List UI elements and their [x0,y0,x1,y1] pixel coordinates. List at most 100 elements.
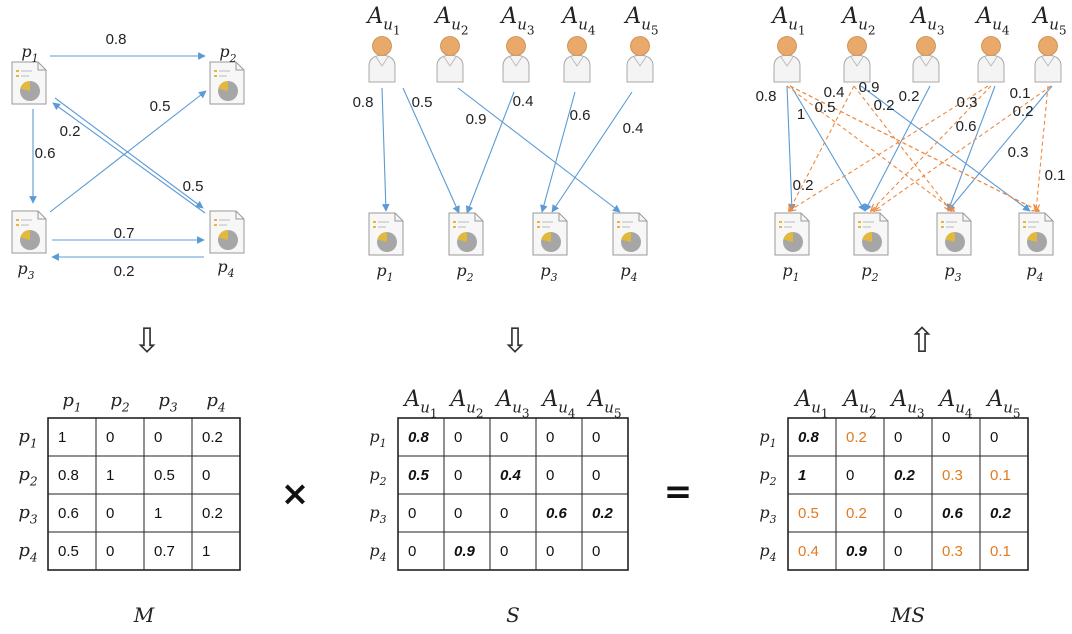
row-header: p3 [18,502,38,526]
document-icon [448,212,484,256]
matrix-cell: 0.2 [894,467,916,484]
matrix-cell: 0 [546,429,554,446]
edge-weight-label: 0.3 [1008,144,1029,161]
node-label: p3 [17,259,34,282]
matrix-cell: 0.2 [846,429,867,446]
column-header: Au5 [985,387,1020,420]
person-icon [626,36,654,83]
equals-operator: = [664,472,693,512]
edge-weight-label: 0.1 [1010,85,1031,102]
graph-m-edges: 0.80.50.20.60.50.70.2 [29,31,207,280]
row-header: p3 [369,503,386,526]
edge-weight-label: 0.2 [899,88,920,105]
edge-arrow [402,87,460,214]
column-header: p4 [206,390,225,414]
user-label: Au2 [840,4,875,37]
matrix-cell: 0 [408,543,416,560]
edge-arrow [551,91,633,213]
matrix-name: MS [890,603,925,627]
row-header: p2 [369,465,386,488]
matrix-cell: 0 [894,505,902,522]
edge-weight-label: 0.8 [106,31,127,48]
times-operator: × [281,474,310,514]
matrix-cell: 0 [202,467,210,484]
user-label: Au4 [974,4,1010,37]
matrix-cell: 0 [106,543,114,560]
matrix-cell: 0.2 [592,505,614,522]
edge-weight-label: 1 [797,106,805,123]
document-icon [11,210,47,254]
row-header: p1 [759,427,776,450]
matrix-cell: 0 [546,543,554,560]
edge-arrow [860,85,1031,212]
person-icon [773,36,801,83]
matrix-cell: 0.6 [58,505,79,522]
matrix-cell: 0 [106,505,114,522]
matrix-cell: 1 [202,543,210,560]
row-header: p4 [18,540,37,564]
row-header: p4 [369,541,386,564]
column-header: p1 [62,390,81,414]
edge-arrow [853,85,951,211]
matrix-cell: 0 [894,429,902,446]
edge-weight-label: 0.5 [150,98,171,115]
document-icon [368,212,404,256]
document-icon [11,61,47,105]
matrix-cell: 0 [454,429,462,446]
edge-arrow [864,85,931,212]
edge-arrow [946,85,996,212]
graph-ms-edges [786,85,1053,212]
edge-arrow [52,102,206,214]
edge-weight-label: 0.6 [35,145,56,162]
row-header: p1 [369,427,386,450]
matrix-cell: 0.5 [58,543,79,560]
document-icon [936,212,972,256]
matrix-cell: 0.8 [408,429,430,446]
edge-arrow [790,85,866,212]
down-arrow-icon: ⇩ [501,321,530,361]
person-icon [977,36,1005,83]
edge-weight-label: 0.2 [1013,103,1034,120]
person-icon [1034,36,1062,83]
matrix-cell: 0 [990,429,998,446]
document-icon [209,61,245,105]
edge-weight-label: 0.8 [756,88,777,105]
person-icon [436,36,464,83]
edge-arrow [457,87,621,213]
matrix-cell: 0.4 [798,543,819,560]
matrix-cell: 0.3 [942,543,963,560]
user-label: Au5 [623,4,658,37]
column-header: Au2 [841,387,876,420]
column-header: Au2 [448,387,483,420]
matrix-cell: 0.2 [846,505,867,522]
person-icon [502,36,530,83]
edge-weight-label: 0.7 [114,225,135,242]
matrix-cell: 0 [592,429,600,446]
edge-weight-label: 0.4 [824,84,845,101]
edge-weight-label: 0.5 [183,178,204,195]
user-label: Au1 [365,4,400,37]
matrix-cell: 1 [58,429,66,446]
matrix-cell: 0 [408,505,416,522]
person-icon [843,36,871,83]
edge-weight-label: 0.9 [466,111,487,128]
document-icon [612,212,648,256]
column-header: Au5 [586,387,621,420]
document-icon [853,212,889,256]
matrix-cell: 0.5 [408,467,430,484]
column-header: Au4 [937,387,973,420]
edge-weight-label: 0.4 [513,93,534,110]
edge-arrow [789,85,855,211]
edge-weight-label: 0.2 [793,177,814,194]
matrix-cell: 0.5 [154,467,175,484]
edge-weight-label: 0.2 [114,263,135,280]
matrix-cell: 0 [592,543,600,560]
person-icon [912,36,940,83]
edge-weight-label: 0.1 [1045,167,1066,184]
edge-weight-label: 0.4 [623,120,644,137]
